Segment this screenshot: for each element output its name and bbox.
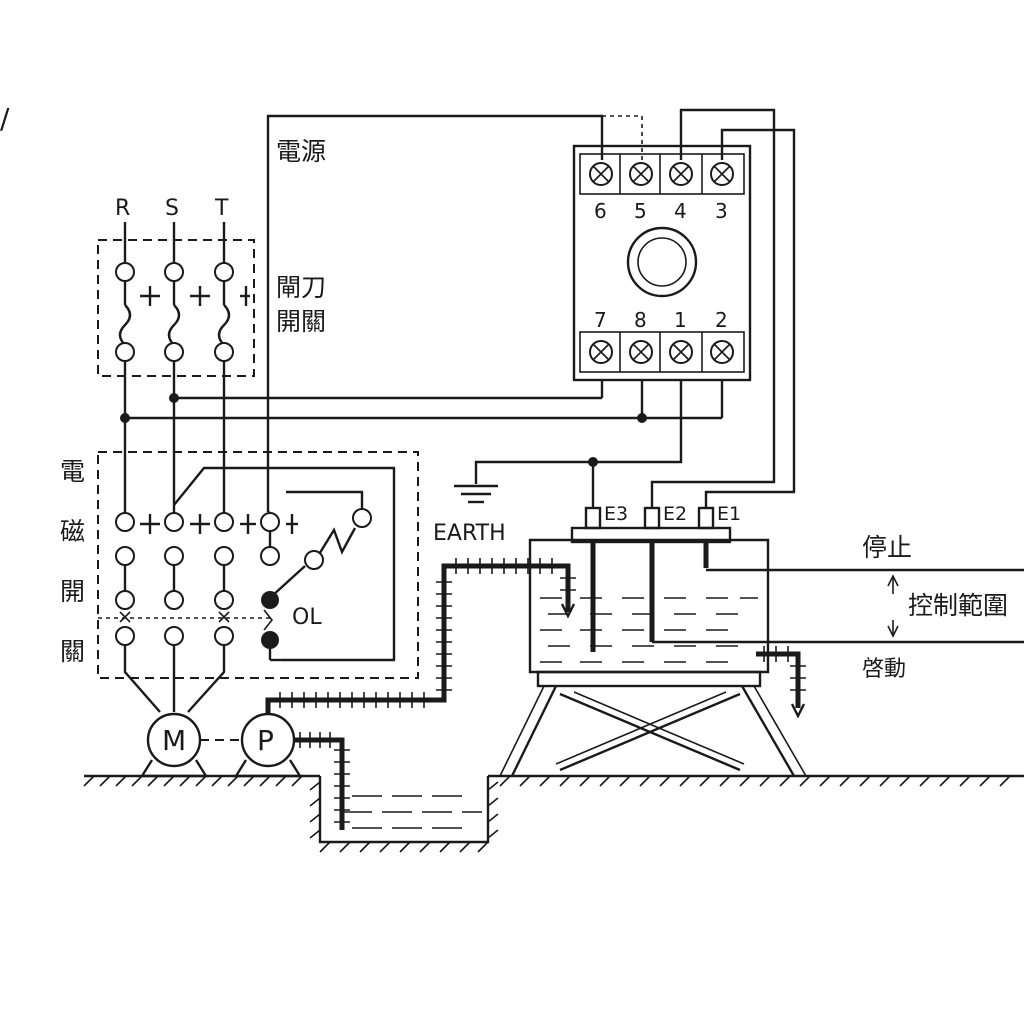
magnetic-switch-char-3: 開: [60, 577, 85, 606]
pump-label: P: [257, 724, 274, 757]
discharge-pipe: [265, 558, 576, 714]
relay-terminal-3: [710, 162, 734, 186]
overflow-pipe: [756, 646, 806, 719]
control-range-label: 控制範圍: [908, 591, 1008, 620]
terminal-number-2: 2: [715, 308, 728, 332]
overload-label: OL: [292, 605, 322, 630]
power-line-to-terminal-6: [266, 114, 604, 512]
stop-label: 停止: [862, 533, 912, 562]
phase-t-label: T: [214, 196, 229, 221]
terminal-number-8: 8: [634, 308, 647, 332]
relay-terminal-7: [589, 340, 613, 364]
magnetic-switch-box: [97, 451, 419, 679]
electrode-e1: [697, 506, 715, 568]
earth-label: EARTH: [433, 521, 506, 546]
power-label: 電源: [276, 137, 326, 166]
electrode-e2: [643, 506, 661, 642]
relay-terminal-6: [589, 162, 613, 186]
earth-ground-icon: [454, 484, 498, 504]
magnetic-contactor: [98, 466, 396, 662]
knife-switch-label-2: 開關: [276, 307, 326, 336]
wire-terminal-1-to-earth: [474, 380, 683, 484]
terminal-number-5: 5: [634, 199, 647, 223]
terminal-number-6: 6: [594, 199, 607, 223]
terminal-number-4: 4: [674, 199, 687, 223]
phase-r-label: R: [115, 196, 130, 221]
phase-s-label: S: [165, 196, 179, 221]
electrode-e3: [584, 506, 602, 652]
relay-terminal-5: [629, 162, 653, 186]
control-range-arrow: [887, 574, 899, 638]
electrode-e3-label: E3: [604, 503, 628, 525]
junction-dot-8: [637, 413, 647, 423]
knife-switch: [115, 222, 250, 362]
terminal-number-3: 3: [715, 199, 728, 223]
relay-terminal-1: [669, 340, 693, 364]
water-sump: [309, 776, 499, 853]
wire-terminal-4-to-e2: [650, 108, 776, 508]
dotted-link-terminal-5: [602, 115, 643, 160]
electrode-e2-label: E2: [663, 503, 687, 525]
start-label: 啓動: [862, 657, 906, 682]
corner-mark: /: [0, 102, 10, 135]
magnetic-switch-char-1: 電: [60, 457, 85, 486]
knife-switch-label-1: 閘刀: [276, 273, 326, 302]
motor-label: M: [162, 724, 186, 757]
ground-surface: [83, 774, 1024, 787]
magnetic-switch-char-2: 磁: [60, 517, 85, 546]
terminal-number-7: 7: [594, 308, 607, 332]
magnetic-switch-char-4: 關: [60, 637, 85, 666]
terminal-number-1: 1: [674, 308, 687, 332]
relay-terminal-8: [629, 340, 653, 364]
electrode-e1-label: E1: [717, 503, 741, 525]
tank-stand: [499, 670, 807, 777]
relay-terminal-4: [669, 162, 693, 186]
wire-terminal-3-to-e1: [704, 128, 796, 508]
suction-pipe: [294, 732, 350, 830]
relay-terminal-2: [710, 340, 734, 364]
level-relay: [572, 144, 752, 382]
knife-switch-box: [97, 239, 255, 377]
